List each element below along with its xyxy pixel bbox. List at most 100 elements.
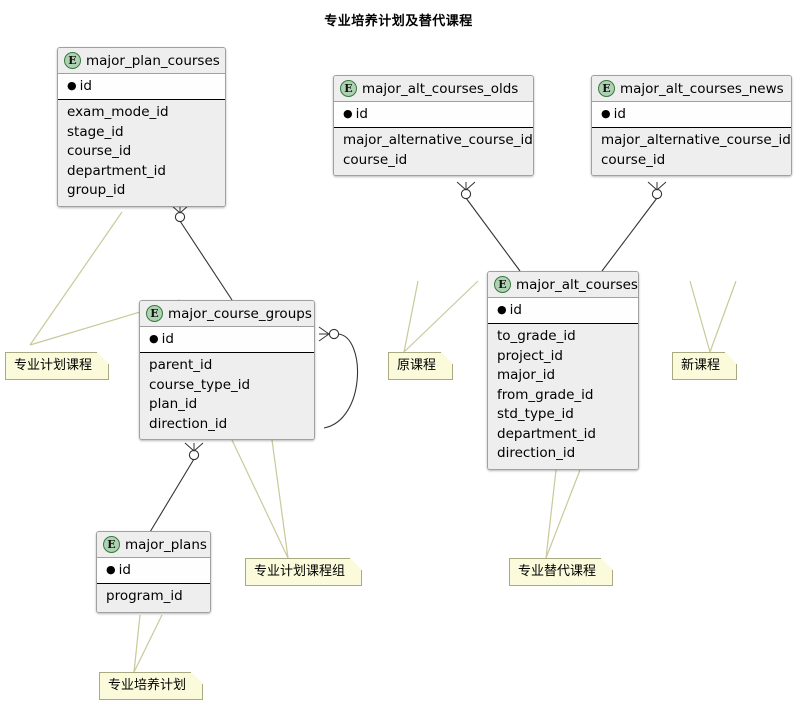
entity-header: E major_alt_courses [488, 272, 638, 298]
entity-primary-key: ●id [97, 558, 210, 584]
entity-primary-key: ●id [58, 74, 225, 100]
page-title: 专业培养计划及替代课程 [324, 14, 473, 29]
pk-label: id [355, 106, 368, 122]
note-fold-icon [441, 352, 454, 364]
cardinality-zero-plan-courses [174, 211, 186, 223]
entity-fields: major_alternative_course_id course_id [592, 128, 791, 175]
entity-header: E major_alt_courses_olds [334, 76, 533, 102]
entity-icon: E [146, 305, 163, 322]
note-old-course[interactable]: 原课程 [388, 352, 454, 380]
entity-title: major_plan_courses [86, 52, 220, 69]
entity-icon: E [103, 536, 120, 553]
entity-major-course-groups[interactable]: E major_course_groups ●id parent_id cour… [139, 300, 315, 440]
entity-field: department_id [497, 425, 596, 442]
entity-icon: E [64, 52, 81, 69]
note-text: 原课程 [397, 358, 437, 373]
entity-major-plans[interactable]: E major_plans ●id program_id [96, 531, 211, 613]
note-link-course-group-2 [271, 439, 289, 559]
entity-field: stage_id [67, 123, 124, 140]
note-fold-icon [725, 352, 738, 364]
entity-field: course_id [67, 143, 132, 159]
entity-title: major_alt_courses_news [620, 80, 784, 97]
note-text: 专业替代课程 [518, 564, 597, 579]
entity-field: parent_id [149, 357, 213, 373]
entity-field: group_id [67, 182, 126, 198]
entity-primary-key: ●id [334, 102, 533, 128]
entity-icon: E [340, 80, 357, 97]
edge-course-groups-self [323, 333, 359, 429]
entity-primary-key: ●id [140, 327, 314, 353]
entity-major-plan-courses[interactable]: E major_plan_courses ●id exam_mode_id st… [57, 47, 226, 207]
entity-fields: program_id [97, 584, 210, 612]
cardinality-zero-alt-olds [460, 188, 472, 200]
edge-alt-news-alt-courses [601, 197, 658, 272]
note-link-old-course [403, 280, 419, 353]
pk-bullet-icon: ● [106, 563, 116, 576]
note-link-alt-course-2 [545, 469, 581, 559]
cardinality-zero-self [328, 328, 340, 340]
edge-course-groups-major-plans [149, 458, 195, 533]
pk-label: id [118, 562, 131, 578]
entity-title: major_plans [125, 536, 207, 553]
entity-fields: parent_id course_type_id plan_id directi… [140, 353, 314, 439]
entity-header: E major_course_groups [140, 301, 314, 327]
entity-field: exam_mode_id [67, 104, 169, 120]
entity-header: E major_plan_courses [58, 48, 225, 74]
entity-field: course_id [601, 151, 666, 168]
pk-label: id [161, 331, 174, 347]
note-link-old-course-2 [403, 280, 479, 353]
entity-header: E major_plans [97, 532, 210, 558]
crowfoot-alt-news [647, 181, 667, 191]
entity-icon: E [598, 80, 615, 97]
entity-field: program_id [106, 588, 183, 604]
pk-bullet-icon: ● [601, 107, 611, 120]
note-fold-icon [191, 672, 204, 684]
note-link-new-course [689, 280, 711, 353]
note-text: 专业计划课程组 [254, 564, 346, 579]
note-link-alt-course [545, 469, 557, 559]
entity-header: E major_alt_courses_news [592, 76, 791, 102]
note-fold-icon [350, 558, 363, 570]
note-text: 专业培养计划 [108, 678, 187, 693]
entity-title: major_alt_courses_olds [362, 80, 519, 97]
note-text: 新课程 [681, 358, 721, 373]
note-plan-courses[interactable]: 专业计划课程 [5, 352, 110, 380]
note-link-course-group [231, 439, 289, 559]
note-new-course[interactable]: 新课程 [672, 352, 738, 380]
crowfoot-course-groups [184, 442, 204, 452]
pk-bullet-icon: ● [67, 79, 77, 92]
entity-major-alt-courses[interactable]: E major_alt_courses ●id to_grade_id proj… [487, 271, 639, 470]
note-fold-icon [601, 558, 614, 570]
edge-alt-olds-alt-courses [465, 197, 521, 272]
note-alt-course[interactable]: 专业替代课程 [509, 558, 614, 586]
entity-field: from_grade_id [497, 386, 594, 403]
entity-fields: exam_mode_id stage_id course_id departme… [58, 100, 225, 206]
entity-field: plan_id [149, 396, 198, 412]
pk-label: id [613, 106, 626, 122]
entity-fields: major_alternative_course_id course_id [334, 128, 533, 175]
entity-field: major_alternative_course_id [601, 132, 791, 148]
note-major-plan[interactable]: 专业培养计划 [99, 672, 204, 700]
entity-major-alt-courses-news[interactable]: E major_alt_courses_news ●id major_alter… [591, 75, 792, 176]
entity-major-alt-courses-olds[interactable]: E major_alt_courses_olds ●id major_alter… [333, 75, 534, 176]
note-course-group[interactable]: 专业计划课程组 [245, 558, 363, 586]
pk-label: id [509, 302, 522, 318]
pk-bullet-icon: ● [343, 107, 353, 120]
note-link-plan-courses [29, 211, 123, 346]
edge-plan-courses-course-groups [179, 220, 233, 301]
entity-field: to_grade_id [497, 328, 576, 344]
entity-field: project_id [497, 347, 563, 364]
entity-field: department_id [67, 162, 166, 179]
entity-field: major_id [497, 367, 556, 383]
entity-field: major_alternative_course_id [343, 132, 533, 148]
note-fold-icon [97, 352, 110, 364]
pk-bullet-icon: ● [497, 303, 507, 316]
entity-field: direction_id [497, 445, 576, 461]
entity-field: course_type_id [149, 376, 251, 393]
cardinality-zero-alt-news [651, 188, 663, 200]
entity-icon: E [494, 276, 511, 293]
entity-field: std_type_id [497, 406, 574, 422]
note-text: 专业计划课程 [14, 358, 93, 373]
note-link-major-plan [133, 614, 141, 673]
